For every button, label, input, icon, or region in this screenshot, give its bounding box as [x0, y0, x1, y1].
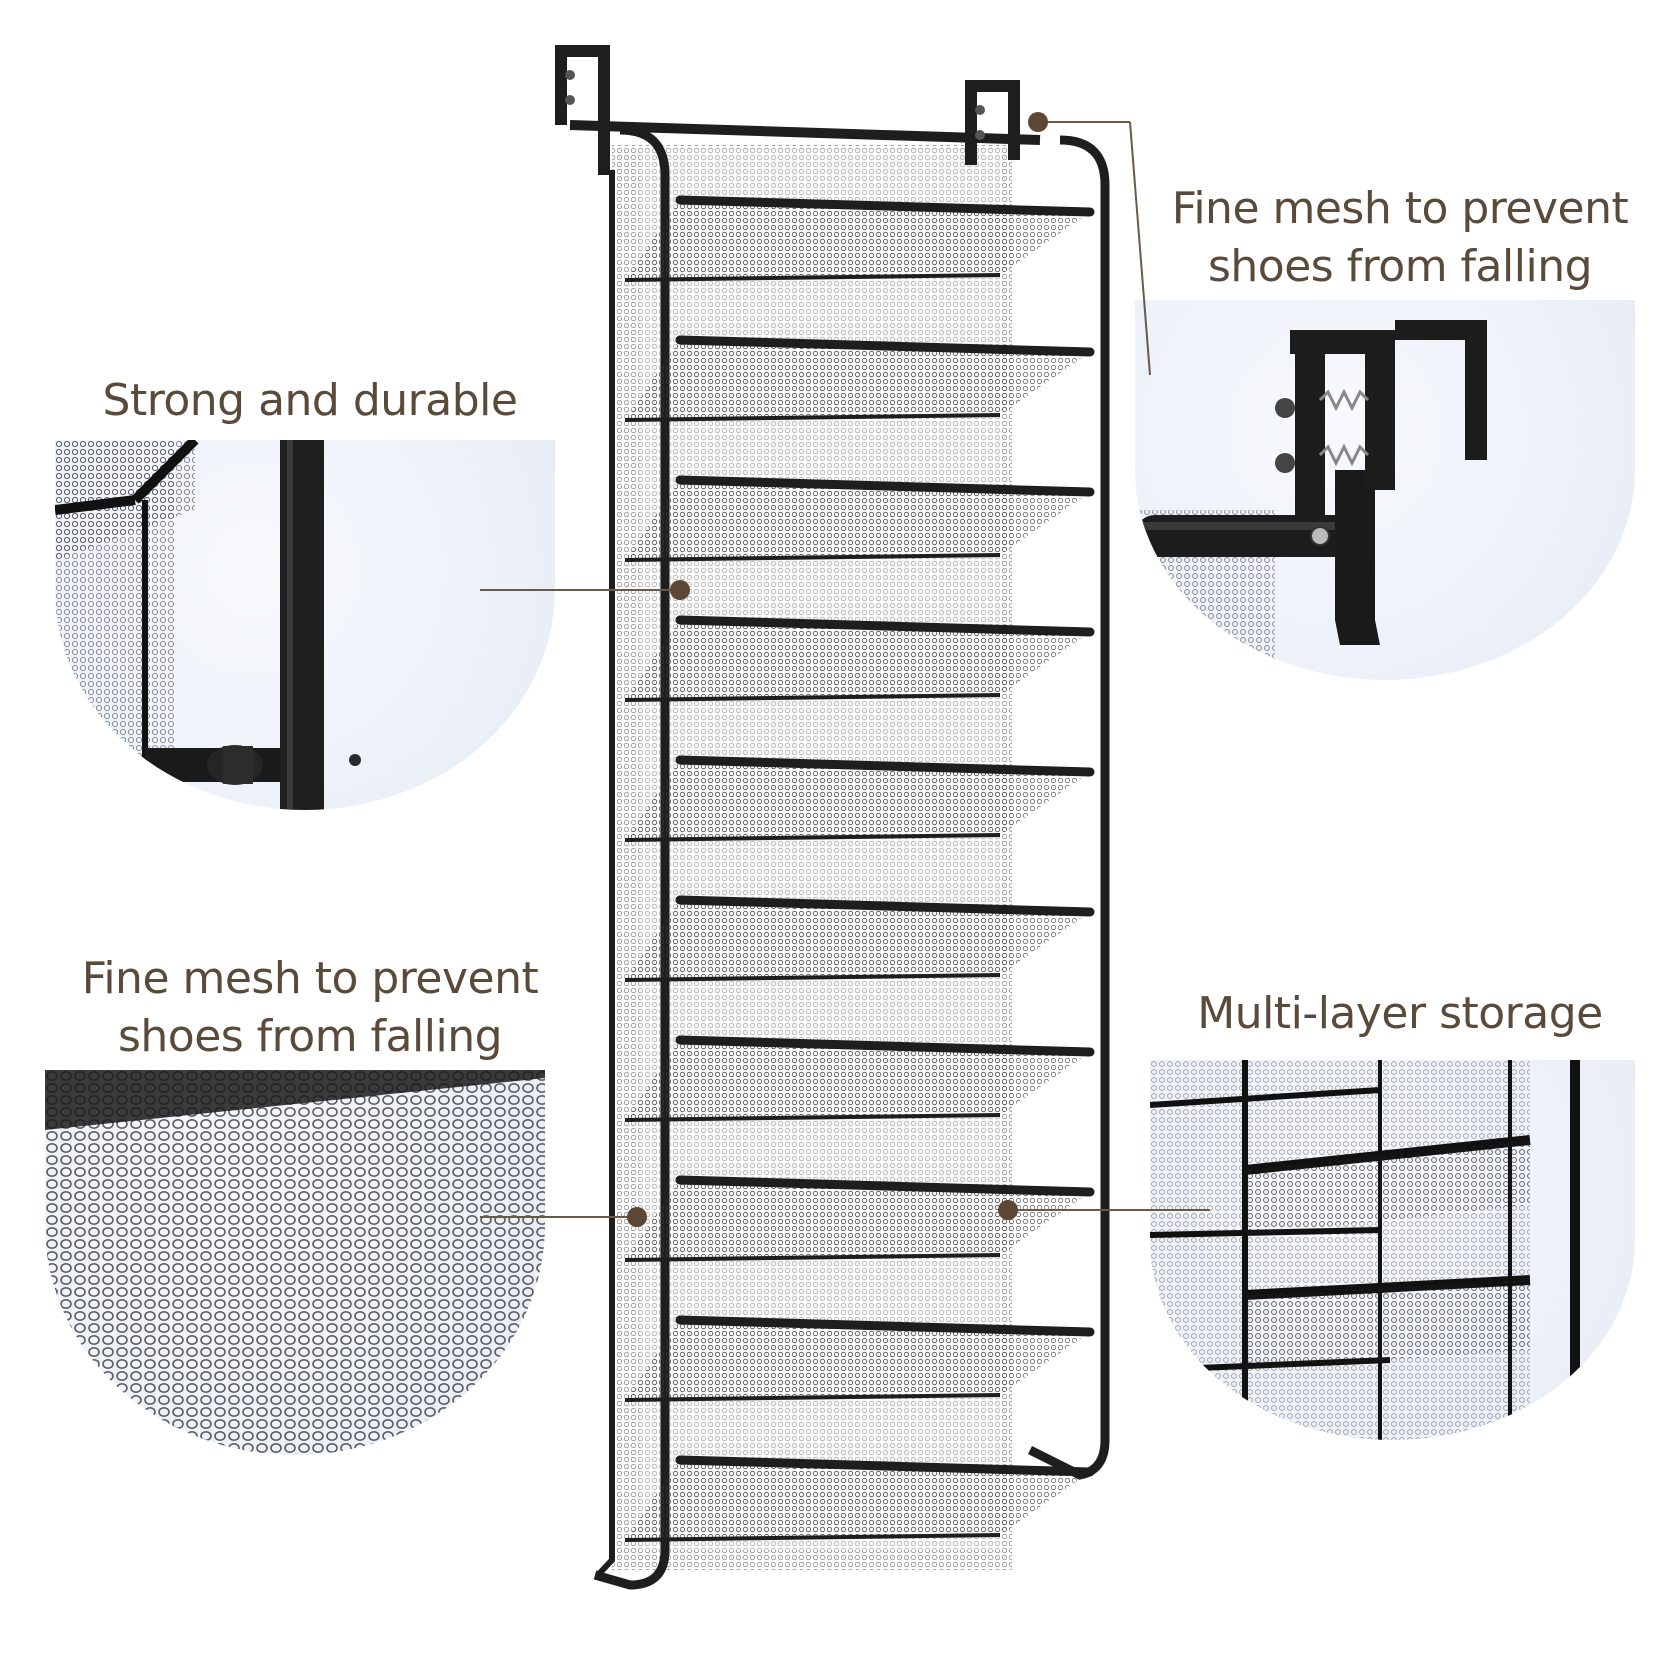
left-frame-post — [593, 125, 670, 1590]
leader-dot-icon — [998, 1200, 1018, 1220]
top-bar — [569, 120, 1041, 145]
callout-frame-title: Strong and durable — [30, 372, 590, 430]
shelf — [624, 615, 1095, 702]
callout-layers-line: Multi-layer storage — [1197, 988, 1603, 1039]
hook-closeup-illustration — [1135, 320, 1487, 680]
callout-hook-line-1: Fine mesh to prevent — [1171, 183, 1629, 234]
callout-mesh-title: Fine mesh to prevent shoes from falling — [20, 950, 600, 1066]
shelf — [624, 475, 1095, 562]
callout-hook-line-2: shoes from falling — [1207, 241, 1593, 292]
detail-circle-hook — [1135, 300, 1635, 680]
callout-layers-title: Multi-layer storage — [1150, 985, 1650, 1043]
left-hook-icon — [555, 45, 610, 175]
shelf — [624, 1035, 1095, 1122]
mesh-closeup-illustration — [45, 1070, 545, 1455]
leader-dots — [627, 112, 1048, 1227]
shelf — [624, 1455, 1095, 1542]
right-frame-post — [1027, 135, 1110, 1480]
callout-hook-title: Fine mesh to prevent shoes from falling — [1140, 180, 1660, 296]
leader-dot-icon — [627, 1207, 647, 1227]
shelf — [624, 195, 1095, 282]
leader-dot-icon — [670, 580, 690, 600]
shelves-group — [624, 195, 1095, 1542]
leader-dot-icon — [1028, 112, 1048, 132]
layers-closeup-illustration — [1150, 1060, 1580, 1440]
shelf — [624, 755, 1095, 842]
right-hook-icon — [965, 80, 1020, 165]
callout-frame-line: Strong and durable — [102, 375, 518, 426]
shelf — [624, 335, 1095, 422]
callout-mesh-line-1: Fine mesh to prevent — [81, 953, 539, 1004]
shelf — [624, 1175, 1095, 1262]
callout-mesh-line-2: shoes from falling — [117, 1011, 503, 1062]
frame-closeup-illustration — [55, 440, 361, 810]
detail-circle-frame — [55, 440, 555, 810]
shelf — [624, 1315, 1095, 1402]
detail-circle-layers — [1150, 1060, 1635, 1440]
detail-circle-mesh — [45, 1070, 545, 1455]
shelf — [624, 895, 1095, 982]
leader-lines — [480, 121, 1210, 1218]
